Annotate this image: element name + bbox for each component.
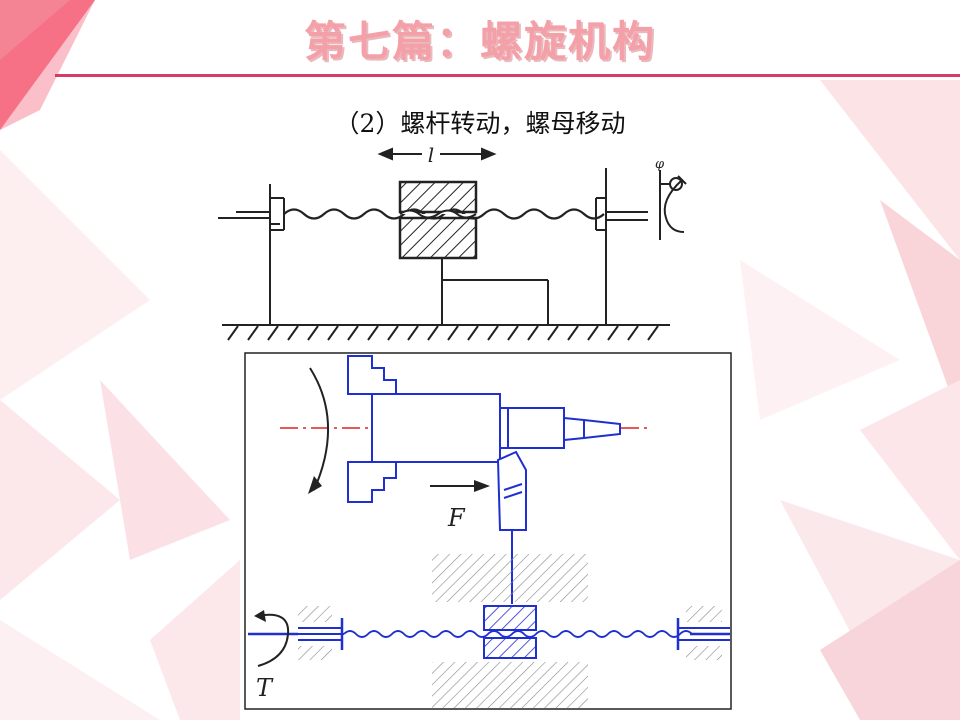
- leadscrew-left-bearing: [298, 606, 344, 660]
- slide-title: 第七篇：螺旋机构: [303, 17, 656, 66]
- lower-guide: [432, 662, 588, 708]
- leadscrew-right-bearing: [676, 606, 730, 660]
- force-label: F: [447, 504, 466, 532]
- nut-linkage: [441, 258, 549, 325]
- rotation-label: φ: [655, 157, 665, 172]
- slide-subtitle: （2）螺杆转动，螺母移动: [334, 109, 626, 138]
- chuck-rotation-icon: [309, 367, 329, 491]
- feed-force-arrow: [430, 480, 490, 492]
- travel-arrow: [377, 147, 497, 161]
- leadscrew-thread: [343, 630, 693, 638]
- right-bearing: [595, 168, 683, 325]
- nut-block: [398, 180, 478, 260]
- upper-guide: [432, 554, 588, 602]
- title-underline: [55, 74, 960, 77]
- leadscrew-nut: [483, 605, 537, 659]
- torque-rotation-icon: [257, 613, 290, 667]
- rotation-arrow-icon: [663, 179, 685, 233]
- torque-label: T: [256, 674, 274, 702]
- travel-label: l: [428, 143, 434, 167]
- lathe-chuck: [347, 355, 501, 503]
- tailstock-center: [499, 407, 621, 449]
- screw-nut-diagram-top: l φ: [208, 140, 688, 358]
- lathe-leadscrew-diagram: F T: [244, 352, 732, 710]
- ground: [222, 324, 670, 341]
